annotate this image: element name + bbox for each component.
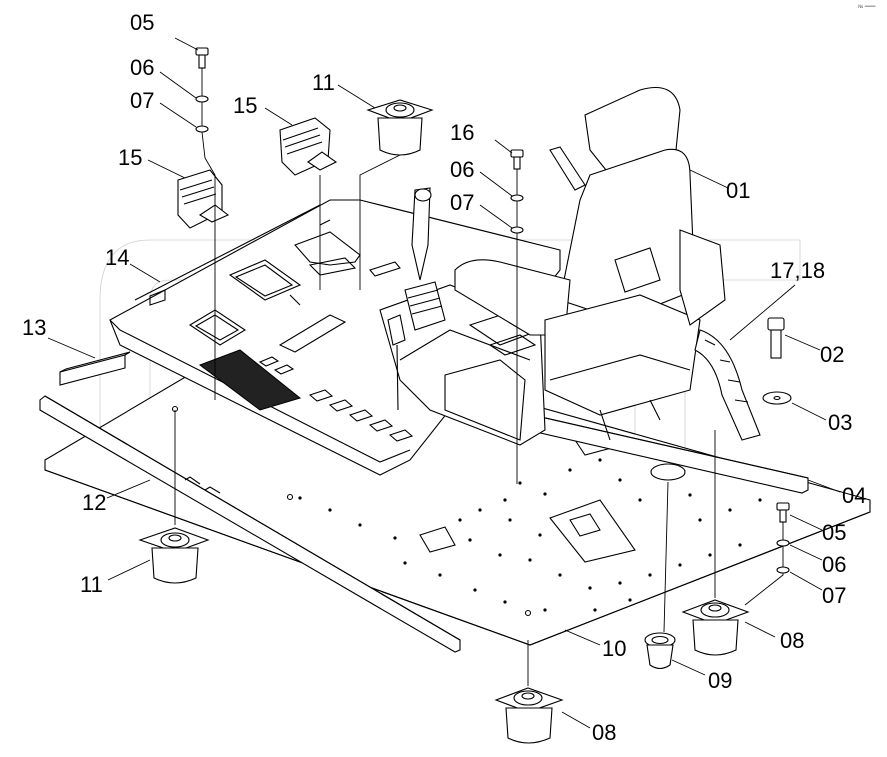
bolt-02 [767,317,785,359]
label-01: 01 [726,178,750,203]
label-08: 08 [592,720,616,745]
corner-mark: № ═══ [858,4,876,10]
label-05: 05 [822,520,846,545]
label-17-18: 17,18 [770,258,825,283]
label-15: 15 [118,145,142,170]
label-05: 05 [130,10,154,35]
fastener-stack-center [510,149,524,484]
operator-seat [454,86,726,441]
label-15: 15 [233,93,257,118]
label-06: 06 [130,55,154,80]
rail-12 [39,395,461,653]
hose-assembly [694,329,761,441]
assembly-lines [174,154,716,686]
pedal-15-left [177,169,230,229]
label-13: 13 [22,315,46,340]
label-16: 16 [450,120,474,145]
label-06: 06 [822,552,846,577]
label-04: 04 [842,483,866,508]
label-07: 07 [822,583,846,608]
label-11: 11 [80,572,103,597]
isolator-mount-11-bottom [138,527,210,584]
rail-13 [59,351,131,386]
pedal-15-right [279,117,338,176]
control-console [379,187,546,446]
washer-03 [762,391,792,405]
fastener-stack-right [744,502,790,606]
label-03: 03 [828,410,852,435]
grommet-09 [644,632,676,670]
isolator-mount-08-bottom [494,687,564,744]
label-07: 07 [130,88,154,113]
label-08: 08 [780,628,804,653]
label-02: 02 [820,342,844,367]
part-labels: 05 06 07 15 15 11 16 06 07 01 14 17,18 1… [22,10,866,745]
label-07: 07 [450,190,474,215]
leader-lines [47,37,841,729]
label-14: 14 [105,245,129,270]
label-12: 12 [82,490,106,515]
label-11: 11 [312,70,335,95]
label-09: 09 [708,668,732,693]
isolator-mount-08-right [681,599,750,656]
label-10: 10 [602,636,626,661]
label-06: 06 [450,157,474,182]
isolator-mount-11-top [366,99,434,156]
fastener-stack-left [195,47,216,400]
